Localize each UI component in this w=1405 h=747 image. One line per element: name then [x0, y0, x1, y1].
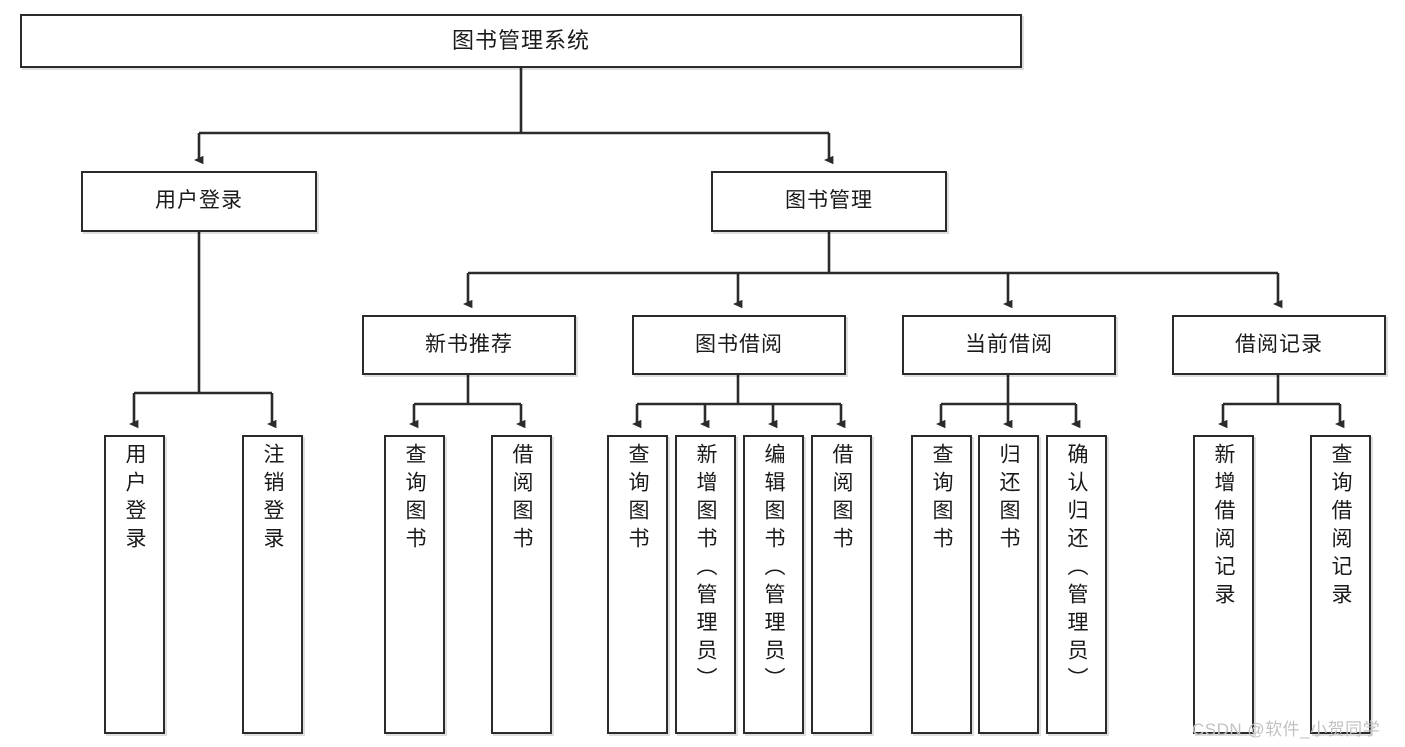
- node-borrow-records[interactable]: 借阅记录: [1172, 315, 1386, 375]
- node-label: 归还图书: [997, 443, 1020, 555]
- node-label: 查询图书: [403, 443, 426, 555]
- node-label: 注销登录: [261, 443, 284, 555]
- node-label: 查询图书: [626, 443, 649, 555]
- node-label: 确认归还（管理员）: [1065, 443, 1088, 695]
- node-label: 用户登录: [155, 189, 243, 213]
- node-label: 编辑图书（管理员）: [762, 443, 785, 695]
- node-label: 图书借阅: [695, 332, 783, 356]
- leaf-records-add-record[interactable]: 新增借阅记录: [1193, 435, 1254, 734]
- node-label: 借阅图书: [830, 443, 853, 555]
- leaf-user-logout[interactable]: 注销登录: [242, 435, 303, 734]
- leaf-current-confirm-return-admin[interactable]: 确认归还（管理员）: [1046, 435, 1107, 734]
- node-user-login[interactable]: 用户登录: [81, 171, 317, 232]
- node-label: 图书管理: [785, 189, 873, 213]
- leaf-records-query-record[interactable]: 查询借阅记录: [1310, 435, 1371, 734]
- node-label: 图书管理系统: [451, 28, 590, 54]
- leaf-user-login[interactable]: 用户登录: [104, 435, 165, 734]
- node-root-system[interactable]: 图书管理系统: [20, 14, 1022, 68]
- node-current-borrow[interactable]: 当前借阅: [902, 315, 1116, 375]
- leaf-current-query-book[interactable]: 查询图书: [911, 435, 972, 734]
- node-label: 用户登录: [123, 443, 146, 555]
- leaf-borrow-borrow-book[interactable]: 借阅图书: [811, 435, 872, 734]
- node-label: 当前借阅: [965, 332, 1053, 356]
- leaf-current-return-book[interactable]: 归还图书: [978, 435, 1039, 734]
- node-label: 查询图书: [930, 443, 953, 555]
- node-book-management[interactable]: 图书管理: [711, 171, 947, 232]
- leaf-borrow-query-book[interactable]: 查询图书: [607, 435, 668, 734]
- node-label: 新书推荐: [425, 332, 513, 356]
- node-label: 查询借阅记录: [1329, 443, 1352, 611]
- watermark-text: CSDN @软件_小贺同学: [1192, 720, 1381, 739]
- node-label: 新增借阅记录: [1212, 443, 1235, 611]
- node-book-borrow[interactable]: 图书借阅: [632, 315, 846, 375]
- leaf-recommend-borrow-book[interactable]: 借阅图书: [491, 435, 552, 734]
- node-label: 借阅记录: [1235, 332, 1323, 356]
- node-label: 借阅图书: [510, 443, 533, 555]
- leaf-recommend-query-book[interactable]: 查询图书: [384, 435, 445, 734]
- leaf-borrow-edit-book-admin[interactable]: 编辑图书（管理员）: [743, 435, 804, 734]
- leaf-borrow-add-book-admin[interactable]: 新增图书（管理员）: [675, 435, 736, 734]
- node-new-book-recommend[interactable]: 新书推荐: [362, 315, 576, 375]
- node-label: 新增图书（管理员）: [694, 443, 717, 695]
